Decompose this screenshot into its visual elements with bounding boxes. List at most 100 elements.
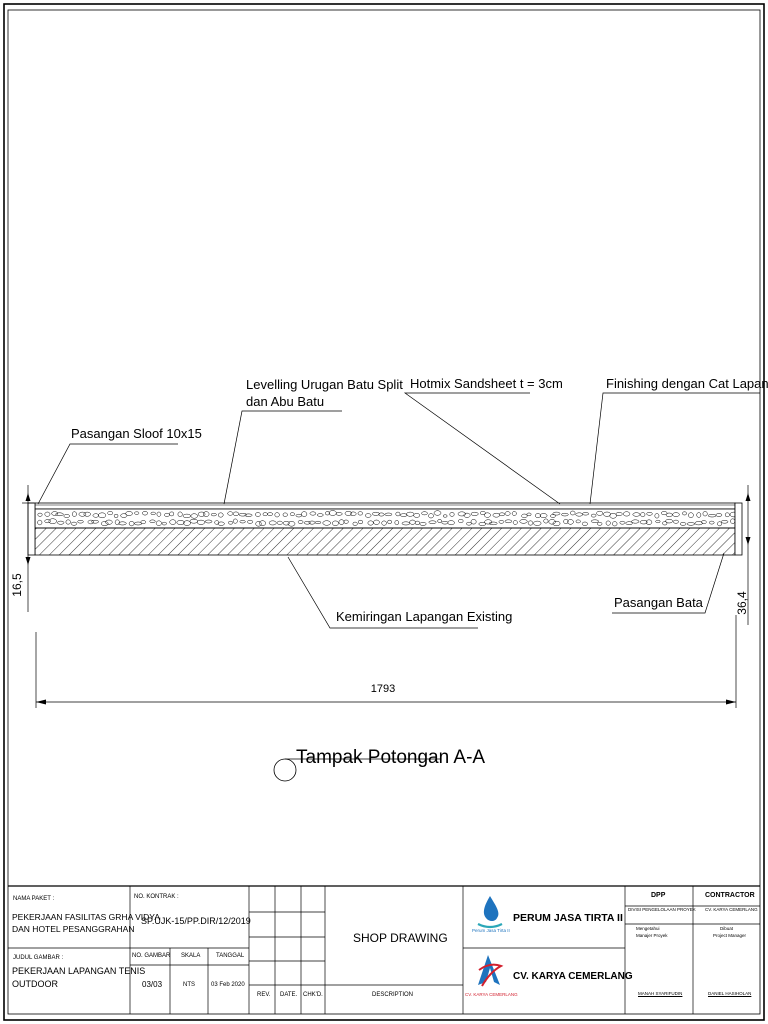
aggregate-stone xyxy=(177,511,183,517)
sheet-inner-border xyxy=(7,9,761,1015)
aggregate-stone xyxy=(527,520,534,526)
aggregate-stone xyxy=(384,512,393,517)
aggregate-stone xyxy=(466,521,472,526)
aggregate-stone xyxy=(268,520,277,526)
aggregate-stone xyxy=(303,521,311,525)
title-block-grid xyxy=(8,885,760,1014)
aggregate-stone xyxy=(156,511,162,517)
aggregate-stone xyxy=(590,513,597,518)
aggregate-stone xyxy=(155,520,162,526)
aggregate-stone xyxy=(190,513,198,519)
aggregate-stone xyxy=(394,520,400,526)
aggregate-stone xyxy=(478,522,487,526)
aggregate-stone xyxy=(399,513,408,517)
aggregate-stone xyxy=(197,511,206,517)
aggregate-stone xyxy=(92,513,99,518)
date-label: DATE. xyxy=(280,992,298,998)
aggregate-stone xyxy=(640,512,646,518)
dpp-subheader: DIVISI PENGELOLAAN PROYEK xyxy=(628,907,696,912)
aggregate-stone xyxy=(596,510,604,516)
aggregate-stone xyxy=(504,519,513,524)
aggregate-stone xyxy=(287,521,296,527)
aggregate-stone xyxy=(590,519,599,523)
aggregate-stone xyxy=(71,511,77,517)
no-gambar-label: NO. GAMBAR xyxy=(132,953,171,959)
aggregate-stone xyxy=(563,518,569,525)
aggregate-stone xyxy=(164,512,170,517)
aggregate-stone xyxy=(309,511,317,516)
owner-logo-caption: Perum Jasa Tirta II xyxy=(472,928,510,933)
judul-gambar-label: JUDUL GAMBAR : xyxy=(13,955,64,961)
aggregate-stone xyxy=(457,511,466,517)
aggregate-stone xyxy=(357,511,363,516)
dimension-length: 1793 xyxy=(35,615,737,708)
aggregate-stone xyxy=(639,520,648,525)
aggregate-stone xyxy=(615,512,623,516)
aggregate-stone xyxy=(533,520,542,526)
aggregate-stone xyxy=(244,513,253,517)
aggregate-stone xyxy=(597,522,603,526)
aggregate-stone xyxy=(105,519,113,525)
aggregate-stone xyxy=(665,512,673,518)
owner-name: PERUM JASA TIRTA II xyxy=(513,912,623,924)
rev-label: REV. xyxy=(257,992,271,998)
aggregate-stone xyxy=(395,511,401,517)
aggregate-stone xyxy=(57,520,65,525)
title-block: NAMA PAKET : PEKERJAAN FASILITAS GRHA VI… xyxy=(8,886,760,1014)
aggregate-stone xyxy=(378,512,385,517)
dimension-right-value: 36,4 xyxy=(735,591,749,615)
aggregate-stone xyxy=(349,511,357,516)
aggregate-stone xyxy=(125,511,133,516)
aggregate-stone xyxy=(343,519,349,524)
aggregate-stone xyxy=(276,520,283,525)
nama-paket-line1: PEKERJAAN FASILITAS GRHA VIDYA xyxy=(12,912,161,922)
hotmix-layer xyxy=(34,502,736,510)
aggregate-stone xyxy=(645,519,653,525)
aggregate-stone xyxy=(37,519,43,526)
no-gambar-value: 03/03 xyxy=(142,980,163,989)
aggregate-stone xyxy=(463,512,471,518)
aggregate-stone xyxy=(654,513,660,519)
aggregate-stone xyxy=(512,520,518,525)
aggregate-stone xyxy=(134,511,140,515)
aggregate-stone xyxy=(421,511,428,516)
dimension-left: 16,5 xyxy=(10,485,34,612)
aggregate-stone xyxy=(534,513,541,518)
aggregate-stones xyxy=(37,510,739,527)
aggregate-stone xyxy=(708,520,715,525)
aggregate-stone xyxy=(543,518,549,524)
aggregate-stone xyxy=(91,519,99,524)
aggregate-stone xyxy=(582,512,590,516)
shop-drawing-title: SHOP DRAWING xyxy=(353,931,448,945)
label-levelling-2: dan Abu Batu xyxy=(246,394,324,409)
contractor-header: CONTRACTOR xyxy=(705,892,755,899)
aggregate-stone xyxy=(239,520,246,524)
dpp-header: DPP xyxy=(651,892,666,899)
tanggal-label: TANGGAL xyxy=(216,953,245,959)
aggregate-stone xyxy=(548,519,556,525)
aggregate-stone xyxy=(428,513,434,519)
aggregate-stone xyxy=(511,511,517,516)
dimension-left-value: 16,5 xyxy=(10,573,24,597)
aggregate-stone xyxy=(539,513,548,518)
aggregate-stone xyxy=(247,519,254,524)
aggregate-stone xyxy=(702,511,708,517)
label-kemiringan: Kemiringan Lapangan Existing xyxy=(336,609,512,624)
aggregate-stone xyxy=(717,521,723,527)
aggregate-stone xyxy=(182,513,191,518)
aggregate-stone xyxy=(665,518,673,524)
aggregate-stone xyxy=(372,511,380,516)
aggregate-stone xyxy=(169,519,177,525)
contractor-logo-caption: CV. KARYA CEMERLANG xyxy=(465,992,518,997)
aggregate-stone xyxy=(365,513,372,518)
aggregate-stone xyxy=(662,521,668,526)
aggregate-stone xyxy=(488,521,498,526)
aggregate-stone xyxy=(458,519,464,523)
dpp-signatory: MANAH SYARIFUDIN xyxy=(638,991,683,996)
aggregate-stone xyxy=(232,518,238,524)
aggregate-stone xyxy=(724,512,730,518)
aggregate-stone xyxy=(322,520,331,526)
aggregate-stone xyxy=(78,511,87,517)
aggregate-stone xyxy=(550,514,556,518)
label-pasangan-bata: Pasangan Bata xyxy=(614,595,704,610)
